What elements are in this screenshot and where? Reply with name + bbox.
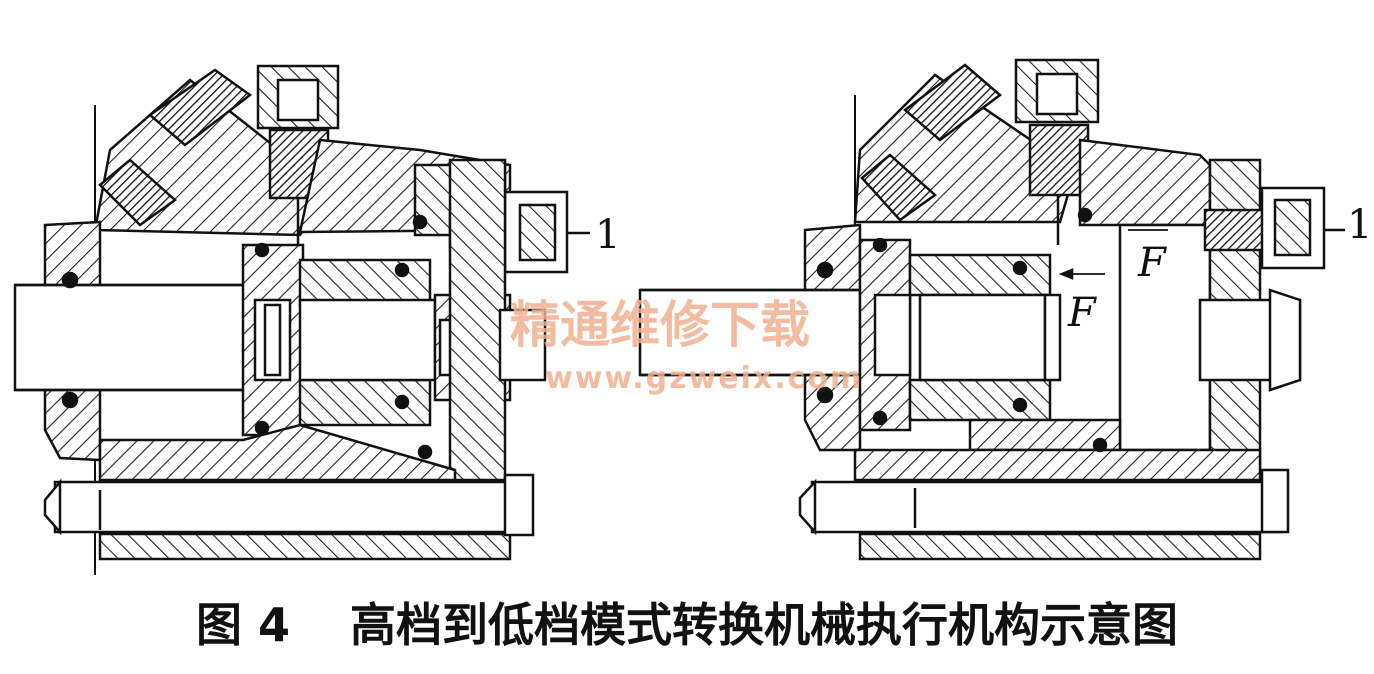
right-callout-number: 1	[1347, 202, 1372, 248]
force-label-outer: F	[1137, 240, 1167, 286]
site-watermark: 精通维修下载 www.gzweix.com	[510, 296, 863, 396]
figure-caption: 图 4 高档到低档模式转换机械执行机构示意图	[0, 582, 1374, 662]
left-callout-number: 1	[595, 212, 620, 258]
force-label-inner: F	[1067, 290, 1097, 336]
left-assembly	[13, 64, 590, 575]
figure-number: 图 4	[195, 598, 291, 652]
watermark-site-name: 精通维修下载	[510, 296, 810, 354]
right-assembly	[638, 58, 1345, 561]
watermark-url: www.gzweix.com	[545, 361, 863, 396]
figure-title: 高档到低档模式转换机械执行机构示意图	[350, 598, 1179, 652]
mechanism-drawing: 1 1 F F 精通维修下载 www.gzweix.com	[13, 58, 1372, 575]
